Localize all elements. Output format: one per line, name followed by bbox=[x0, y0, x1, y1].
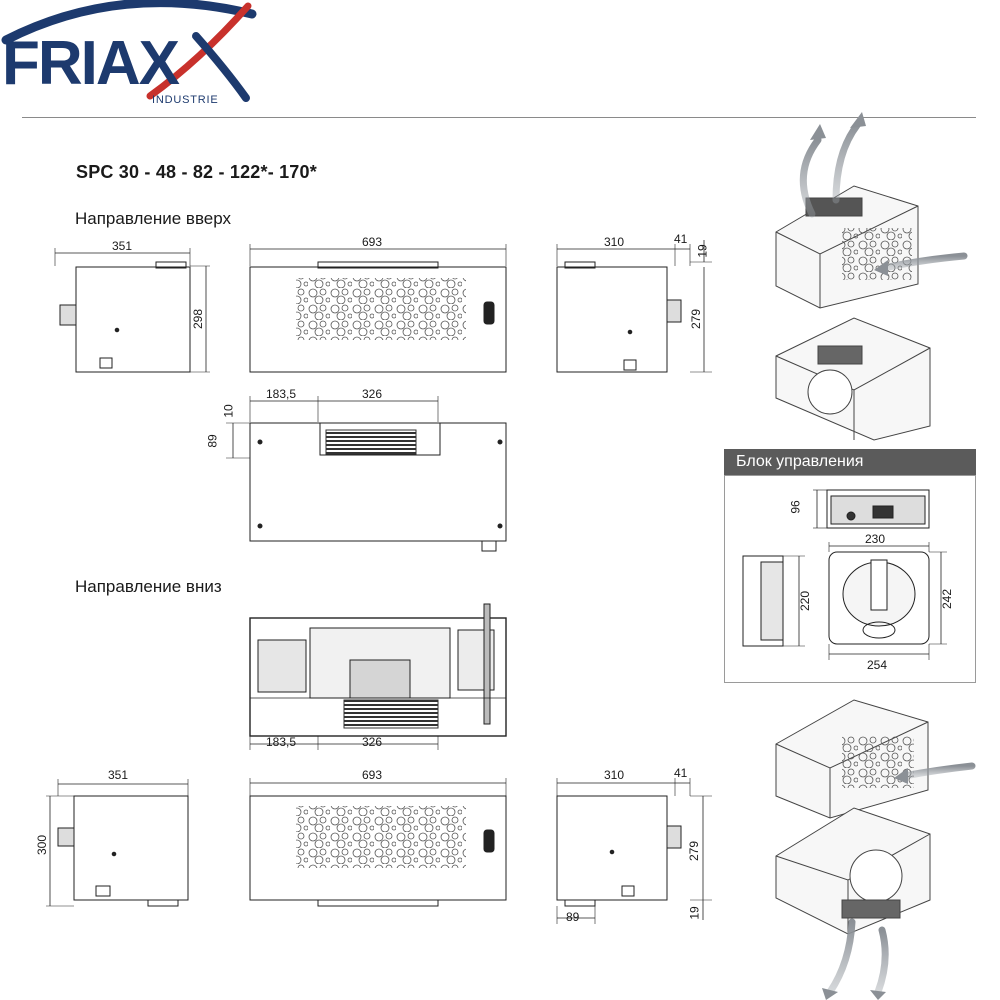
dim-up-side-width: 310 bbox=[604, 235, 625, 249]
dim-down-side-depth: 89 bbox=[566, 910, 580, 924]
iso-up-top bbox=[775, 185, 919, 309]
down-front-view bbox=[46, 779, 189, 907]
dim-down-side-offset: 41 bbox=[674, 766, 688, 780]
dim-up-outlet-width: 326 bbox=[362, 387, 383, 401]
page-title: SPC 30 - 48 - 82 - 122*- 170* bbox=[76, 162, 317, 182]
down-top-view bbox=[249, 778, 507, 907]
control-unit-panel: 96 230 220 242 254 bbox=[724, 475, 976, 683]
dim-down-side-bottom: 19 bbox=[687, 906, 702, 920]
dim-ctrl-width-top: 230 bbox=[865, 532, 886, 546]
dim-down-side-height: 279 bbox=[687, 840, 702, 862]
dim-up-front-height: 298 bbox=[191, 308, 206, 330]
dim-down-plan-offset: 183,5 bbox=[266, 735, 297, 749]
dim-ctrl-height-front: 242 bbox=[940, 588, 955, 610]
logo-wordmark: FRIAX bbox=[2, 29, 180, 98]
control-unit-header: Блок управления bbox=[724, 449, 976, 475]
dim-up-side-offset: 41 bbox=[674, 232, 688, 246]
dim-down-side-width: 310 bbox=[604, 768, 625, 782]
dim-up-plan-height: 89 bbox=[205, 434, 220, 448]
dim-up-front-width: 351 bbox=[112, 239, 133, 253]
dim-down-front-width: 351 bbox=[108, 768, 129, 782]
iso-down-top bbox=[775, 699, 929, 819]
dim-ctrl-width-bottom: 254 bbox=[867, 658, 888, 672]
up-side-view bbox=[556, 240, 712, 373]
dim-up-top-length: 693 bbox=[362, 235, 383, 249]
header-divider bbox=[22, 117, 976, 118]
iso-up-bottom bbox=[775, 317, 931, 441]
section-label-down: Направление вниз bbox=[75, 577, 222, 596]
dim-up-outlet-offset: 183,5 bbox=[266, 387, 297, 401]
logo-swoosh-icon bbox=[1, 0, 257, 102]
dim-down-front-height: 300 bbox=[35, 834, 50, 856]
dim-up-outlet-depth: 10 bbox=[221, 404, 236, 418]
friax-logo: FRIAX bbox=[0, 0, 260, 112]
iso-down-bottom bbox=[775, 807, 931, 935]
up-front-view bbox=[54, 248, 210, 373]
dim-ctrl-depth: 96 bbox=[788, 500, 803, 514]
up-top-view bbox=[249, 244, 507, 373]
up-plan-view bbox=[226, 396, 507, 552]
dim-ctrl-height-side: 220 bbox=[798, 590, 813, 612]
dim-up-side-height: 279 bbox=[689, 308, 704, 330]
down-plan-view bbox=[249, 603, 507, 750]
dim-up-side-top: 19 bbox=[695, 244, 710, 258]
control-unit-drawing bbox=[742, 489, 947, 660]
dim-down-plan-width: 326 bbox=[362, 735, 383, 749]
section-label-up: Направление вверх bbox=[75, 209, 232, 228]
dim-down-top-length: 693 bbox=[362, 768, 383, 782]
logo-subtext: INDUSTRIE bbox=[152, 94, 219, 106]
